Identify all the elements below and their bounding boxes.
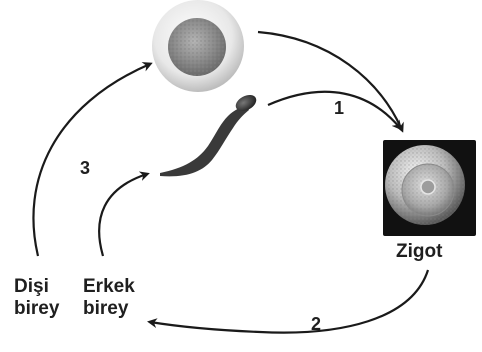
zygote-label: Zigot	[396, 241, 442, 263]
female-label-line1: Dişi	[14, 276, 59, 298]
step-number-1: 1	[334, 98, 344, 118]
sperm-cell	[160, 92, 259, 177]
step-number-2: 2	[311, 314, 321, 334]
female-label-line2: birey	[14, 298, 59, 320]
arrow-egg-to-zygote	[258, 32, 402, 130]
arrow-zygote-to-individuals	[150, 270, 428, 333]
male-label-line1: Erkek	[83, 276, 135, 298]
male-label-line2: birey	[83, 298, 135, 320]
egg-cell	[152, 0, 244, 92]
female-individual-label: Dişi birey	[14, 276, 59, 320]
zygote-image	[383, 140, 476, 236]
arrow-male-to-sperm	[99, 174, 147, 256]
arrow-female-to-egg	[33, 64, 150, 256]
step-number-3: 3	[80, 158, 90, 178]
male-individual-label: Erkek birey	[83, 276, 135, 320]
